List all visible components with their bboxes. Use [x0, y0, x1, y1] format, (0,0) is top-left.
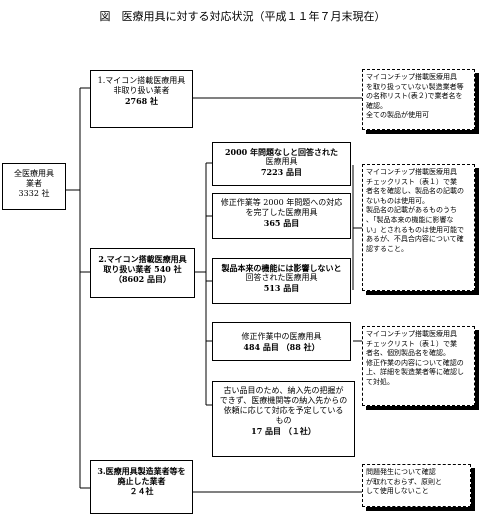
box-discontinued-suppliers: 3.医療用具製造業者等を 廃止した業者 ２４社 [90, 460, 193, 514]
box-non-mcu-suppliers: 1.マイコン搭載医療用具 非取り扱い業者 2768 社 [90, 70, 193, 128]
box-no-problem-devices: 2000 年問題なしと回答された 医療用具 7223 品目 [212, 142, 351, 186]
box-fix-completed-devices: 修正作業等 2000 年問題への対応 を完了した医療用具 365 品目 [212, 193, 351, 239]
box-no-function-impact-devices: 製品本来の機能には影響しないと 回答された医療用具 513 品目 [212, 258, 351, 304]
figure-title: 図 医療用具に対する対応状況（平成１１年７月末現在） [99, 10, 386, 23]
box-mcu-suppliers: 2.マイコン搭載医療用具 取り扱い業者 540 社 （8602 品目） [90, 248, 195, 298]
box-old-product-devices: 古い品目のため、納入先の把握が できず、医療機関等の納入先からの 依頼に応じて対… [212, 381, 355, 457]
box-all-suppliers: 全医療用具 業者 3332 社 [2, 163, 66, 210]
box-fix-in-progress-devices: 修正作業中の医療用具 484 品目 （88 社） [212, 322, 351, 361]
note-in-progress-guidance: マイコンチップ搭載医療用具 チェックリスト（表１）で業 者名、個別製品名を確認。… [362, 326, 475, 406]
note-discontinued-guidance: 問題発生について確認 が取れておらず、原則と して使用しないこと [362, 464, 471, 507]
note-checklist-guidance: マイコンチップ搭載医療用具 チェックリスト（表１）で業 者名を確認し、製品名の記… [362, 164, 475, 291]
note-non-mcu-guidance: マイコンチップ搭載医療用具 を取り扱っていない製造業者等 の名称リスト(表２)で… [362, 69, 475, 130]
